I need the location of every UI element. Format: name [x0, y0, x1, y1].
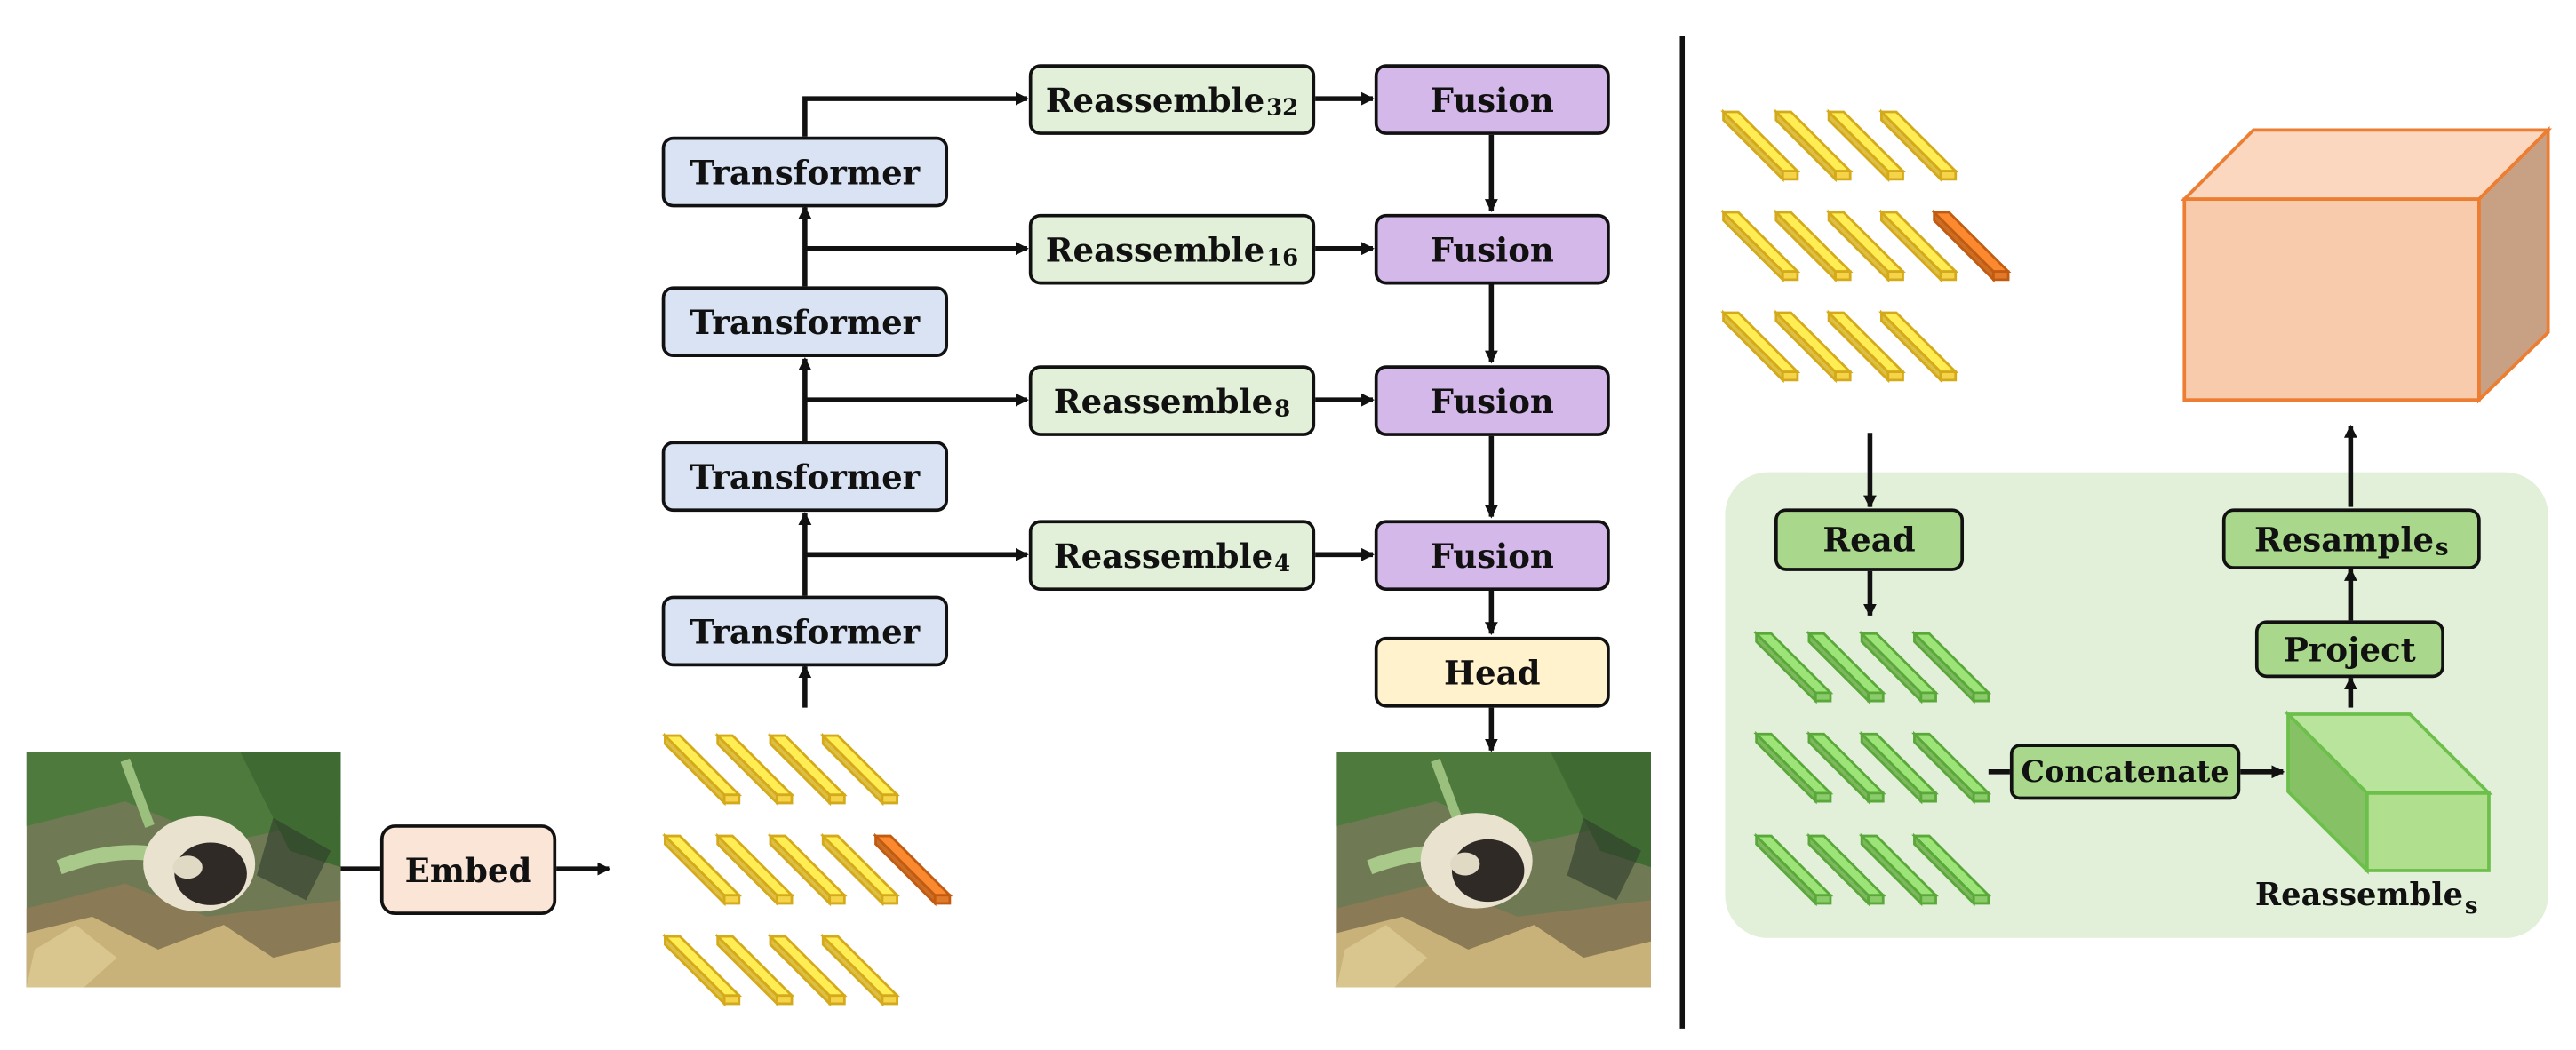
reassemble-scale: 32: [1266, 94, 1299, 122]
token-yellow: [714, 933, 795, 1007]
token-yellow: [1878, 209, 1959, 283]
reassembled-cube: [2284, 710, 2493, 875]
token-yellow: [1720, 108, 1801, 183]
token-yellow: [819, 832, 900, 907]
token-green: [1911, 730, 1992, 805]
reassemble-label: Reassemble: [1053, 380, 1273, 421]
token-yellow: [819, 732, 900, 807]
reassemble-scale: 8: [1274, 395, 1291, 423]
token-green: [1858, 832, 1939, 907]
embed-box: Embed: [379, 824, 557, 915]
reassemble-caption-scale: s: [2464, 893, 2478, 920]
token-green: [1806, 630, 1886, 704]
token-yellow: [714, 732, 795, 807]
fusion-block-3: Fusion: [1374, 365, 1610, 436]
token-yellow: [714, 832, 795, 907]
left-arrows: [340, 91, 1498, 876]
head-box: Head: [1374, 636, 1610, 708]
read-box: Read: [1774, 508, 1965, 571]
token-green: [1806, 730, 1886, 805]
token-yellow: [662, 832, 743, 907]
token-green: [1911, 630, 1992, 704]
token-yellow: [1773, 108, 1854, 183]
resample-label: Resample: [2254, 519, 2435, 559]
token-readout: [873, 832, 953, 907]
token-yellow: [1773, 309, 1854, 384]
reassemble-label: Reassemble: [1045, 79, 1265, 120]
reassemble-caption-text: Reassemble: [2254, 877, 2464, 914]
token-readout: [1931, 209, 2012, 283]
token-yellow: [1825, 209, 1906, 283]
token-yellow: [1773, 209, 1854, 283]
output-image: [1336, 752, 1652, 988]
token-green: [1858, 630, 1939, 704]
transformer-block-4: Transformer: [661, 136, 949, 208]
reassemble-scale: 4: [1274, 550, 1291, 577]
output-feature-cube: [2180, 125, 2553, 404]
transformer-block-1: Transformer: [661, 595, 949, 667]
token-grid-read-input: [1720, 108, 2012, 384]
token-yellow: [767, 732, 848, 807]
token-green: [1911, 832, 1992, 907]
token-yellow: [662, 732, 743, 807]
fusion-block-4: Fusion: [1374, 520, 1610, 592]
reassemble-label: Reassemble: [1053, 535, 1273, 576]
token-grid-green: [1753, 630, 1992, 907]
fusion-block-2: Fusion: [1374, 213, 1610, 285]
concatenate-box: Concatenate: [2009, 744, 2241, 800]
token-green: [1753, 730, 1834, 805]
token-yellow: [1720, 209, 1801, 283]
transformer-block-3: Transformer: [661, 286, 949, 357]
token-yellow: [1825, 108, 1906, 183]
token-green: [1753, 832, 1834, 907]
token-yellow: [662, 933, 743, 1007]
token-yellow: [819, 933, 900, 1007]
right-arrows: [1863, 424, 2357, 779]
reassemble-scale: 16: [1266, 244, 1299, 271]
transformer-block-2: Transformer: [661, 441, 949, 513]
token-yellow: [1878, 309, 1959, 384]
input-image: [26, 752, 341, 988]
token-yellow: [767, 933, 848, 1007]
token-green: [1806, 832, 1886, 907]
reassemble-label: Reassemble: [1045, 229, 1265, 269]
token-green: [1753, 630, 1834, 704]
project-box: Project: [2254, 620, 2444, 679]
token-yellow: [1825, 309, 1906, 384]
arrow-to-reassemble32: [802, 91, 1029, 137]
token-yellow: [1878, 108, 1959, 183]
token-yellow: [1720, 309, 1801, 384]
token-yellow: [767, 832, 848, 907]
fusion-block-1: Fusion: [1374, 64, 1610, 135]
token-grid-left: [662, 732, 953, 1007]
token-green: [1858, 730, 1939, 805]
resample-scale: s: [2435, 534, 2449, 561]
